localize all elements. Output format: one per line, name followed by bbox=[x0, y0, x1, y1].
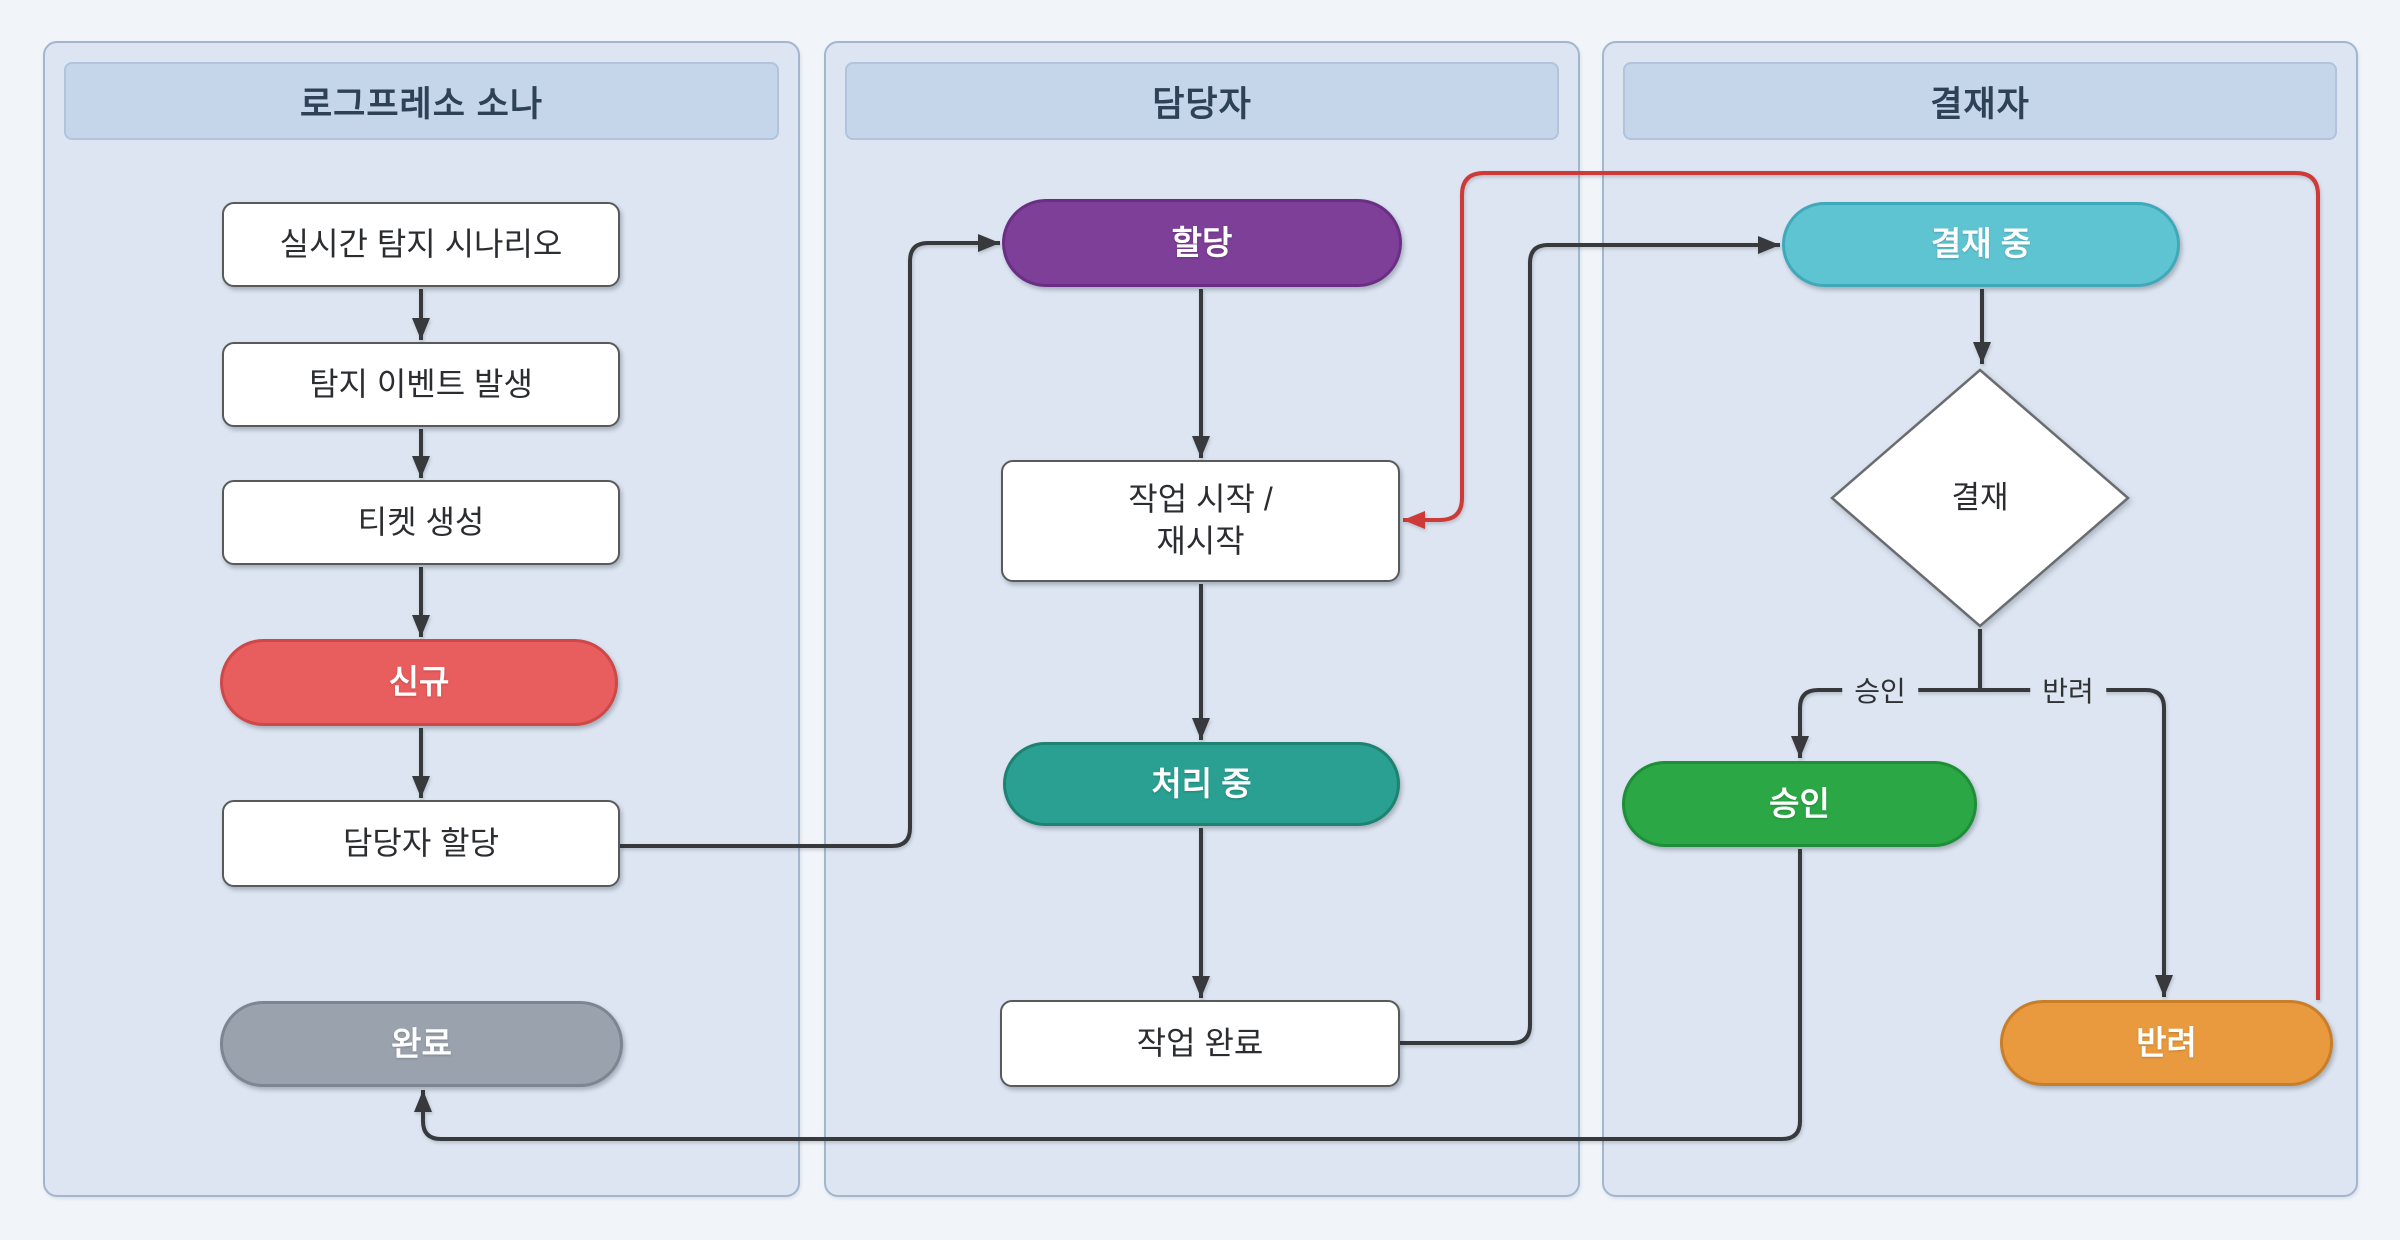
status-done: 완료 bbox=[220, 1001, 623, 1087]
lane-title: 로그프레소 소나 bbox=[299, 84, 544, 124]
node-label: 작업 시작 / 재시작 bbox=[1128, 481, 1273, 559]
node-label: 완료 bbox=[391, 1024, 452, 1062]
lane-title: 담당자 bbox=[1152, 84, 1252, 124]
node-work-complete: 작업 완료 bbox=[1000, 1000, 1400, 1087]
node-label: 결재 bbox=[1951, 479, 2009, 515]
node-label: 신규 bbox=[388, 663, 450, 701]
node-label: 처리 중 bbox=[1151, 764, 1252, 802]
status-assigned: 할당 bbox=[1002, 199, 1402, 287]
edge-label-reject: 반려 bbox=[2030, 668, 2106, 712]
node-label: 티켓 생성 bbox=[357, 503, 485, 540]
node-label: 결재 중 bbox=[1930, 225, 2032, 263]
lane-header-approver: 결재자 bbox=[1623, 62, 2337, 140]
node-detection-event: 탐지 이벤트 발생 bbox=[222, 342, 620, 427]
diamond-shape-icon bbox=[1830, 368, 2130, 628]
lane-title: 결재자 bbox=[1930, 84, 2030, 124]
node-ticket-created: 티켓 생성 bbox=[222, 480, 620, 565]
status-processing: 처리 중 bbox=[1003, 742, 1400, 826]
lane-header-assignee: 담당자 bbox=[845, 62, 1559, 140]
status-rejected: 반려 bbox=[2000, 1000, 2333, 1086]
node-assign-manager: 담당자 할당 bbox=[222, 800, 620, 887]
status-approved: 승인 bbox=[1622, 761, 1977, 847]
node-label: 반려 bbox=[2136, 1023, 2197, 1061]
edge-label-approve: 승인 bbox=[1842, 668, 1918, 712]
node-label: 탐지 이벤트 발생 bbox=[309, 365, 533, 402]
status-new: 신규 bbox=[220, 639, 618, 726]
status-approving: 결재 중 bbox=[1782, 202, 2180, 287]
node-label: 실시간 탐지 시나리오 bbox=[279, 225, 563, 262]
lane-header-logpresso-sonar: 로그프레소 소나 bbox=[64, 62, 779, 140]
node-label: 할당 bbox=[1171, 223, 1233, 261]
node-label: 담당자 할당 bbox=[342, 824, 500, 861]
decision-approval: 결재 bbox=[1829, 367, 2131, 629]
node-realtime-detection-scenario: 실시간 탐지 시나리오 bbox=[222, 202, 620, 287]
node-work-start-restart: 작업 시작 / 재시작 bbox=[1001, 460, 1400, 582]
node-label: 승인 bbox=[1769, 784, 1830, 822]
node-label: 작업 완료 bbox=[1136, 1024, 1264, 1061]
